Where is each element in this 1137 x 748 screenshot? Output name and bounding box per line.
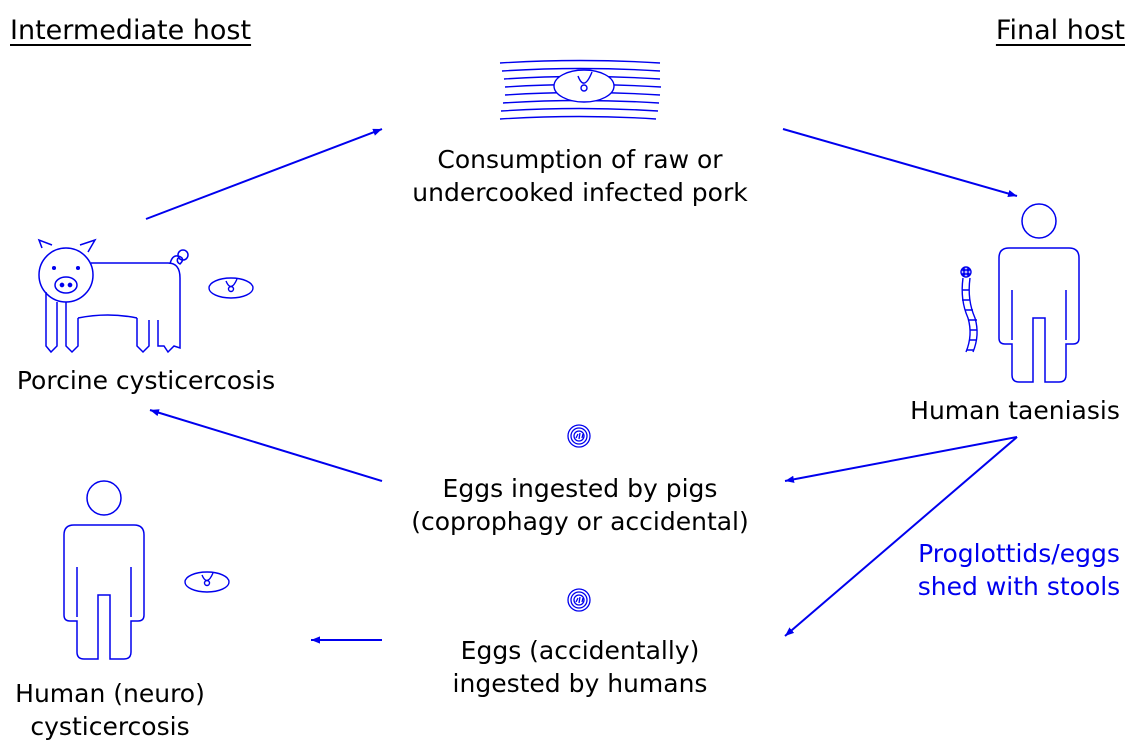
arrow-pork-to-taeniasis	[783, 129, 1017, 196]
label-line: cysticercosis	[10, 710, 210, 743]
arrow-taeniasis-to-eggs-pigs	[785, 437, 1017, 481]
label-line: (coprophagy or accidental)	[392, 505, 768, 538]
label-line: Proglottids/eggs	[908, 537, 1130, 570]
node-neuro-label: Human (neuro) cysticercosis	[10, 677, 210, 743]
node-taeniasis-label: Human taeniasis	[900, 394, 1130, 427]
label-line: undercooked infected pork	[402, 176, 758, 209]
arrow-eggs-pigs-to-porcine	[150, 410, 382, 481]
cysticercus-icon	[185, 572, 229, 592]
infected-pork-icon	[500, 61, 661, 120]
label-line: Eggs (accidentally)	[402, 634, 758, 667]
label-line: shed with stools	[908, 570, 1130, 603]
node-pork-label: Consumption of raw or undercooked infect…	[402, 143, 758, 209]
egg-icon	[568, 589, 590, 611]
label-line: Human taeniasis	[900, 394, 1130, 427]
tapeworm-icon	[961, 267, 977, 352]
label-line: ingested by humans	[402, 667, 758, 700]
egg-icon	[568, 425, 590, 447]
label-line: Eggs ingested by pigs	[392, 472, 768, 505]
cysticercus-icon	[209, 278, 253, 298]
label-line: Consumption of raw or	[402, 143, 758, 176]
arrow-porcine-to-pork	[146, 129, 382, 219]
label-line: Porcine cysticercosis	[0, 364, 292, 397]
node-porcine-label: Porcine cysticercosis	[0, 364, 292, 397]
edge-shed-label: Proglottids/eggs shed with stools	[908, 537, 1130, 603]
human-icon	[999, 204, 1079, 382]
human-neuro-icon	[64, 481, 144, 659]
pig-icon	[39, 240, 188, 352]
label-line: Human (neuro)	[10, 677, 210, 710]
node-eggs-humans-label: Eggs (accidentally) ingested by humans	[402, 634, 758, 700]
node-eggs-pigs-label: Eggs ingested by pigs (coprophagy or acc…	[392, 472, 768, 538]
